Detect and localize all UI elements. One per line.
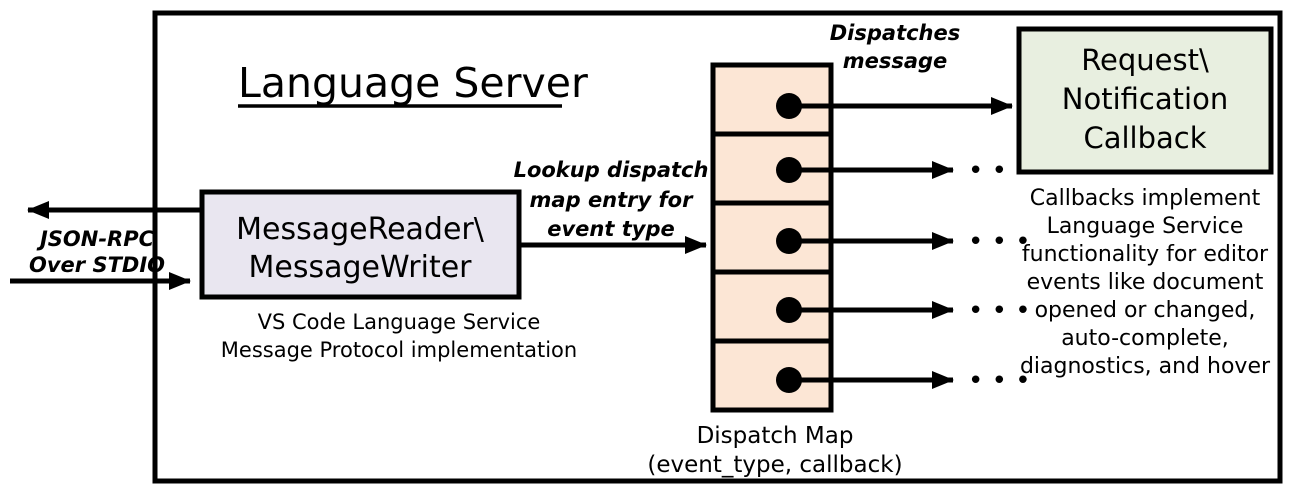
message-reader-writer-box[interactable] (199, 189, 522, 300)
dispatch-map-table[interactable] (710, 62, 834, 413)
dispatch-ellipsis-4: • • • (968, 296, 1031, 326)
language-server-container (152, 10, 1283, 484)
message-box-line1: MessageReader\ (236, 212, 485, 247)
dispatch-map-row[interactable] (710, 338, 834, 413)
dispatch-label-line2: message (843, 49, 948, 73)
dispatch-ellipsis-3: • • • (968, 227, 1031, 257)
page-title: Language Server (238, 59, 588, 107)
dispatch-map-row[interactable] (710, 200, 834, 275)
callback-box-line1: Request\ (1081, 43, 1209, 77)
callback-box-line3: Callback (1083, 121, 1206, 155)
callback-caption-line7: diagnostics, and hover (1020, 354, 1271, 379)
io-channel-label-line1: JSON-RPC (36, 227, 155, 251)
lookup-label-line2: map entry for (530, 188, 695, 212)
request-notification-callback-box[interactable] (1016, 26, 1274, 175)
callback-caption-line4: events like document (1027, 270, 1264, 295)
message-box-caption-line2: Message Protocol implementation (221, 338, 577, 362)
callback-box-line2: Notification (1062, 82, 1228, 116)
callback-caption-line1: Callbacks implement (1030, 186, 1261, 211)
lookup-label-line1: Lookup dispatch (514, 158, 709, 182)
callback-caption-line3: functionality for editor (1022, 242, 1269, 267)
callback-caption-line2: Language Service (1047, 214, 1244, 239)
lookup-label-line3: event type (547, 217, 674, 241)
dispatch-label-line1: Dispatches (830, 21, 961, 45)
dispatch-map-caption-line1: Dispatch Map (697, 423, 854, 449)
callback-caption-line6: auto-complete, (1061, 326, 1229, 351)
dispatch-ellipsis-5: • • • (968, 366, 1031, 396)
io-channel-label-line2: Over STDIO (29, 253, 165, 277)
callback-caption-line5: opened or changed, (1035, 298, 1256, 323)
dispatch-map-caption-line2: (event_type, callback) (647, 452, 902, 478)
message-box-caption-line1: VS Code Language Service (258, 310, 541, 334)
message-box-line2: MessageWriter (248, 250, 472, 285)
dispatch-map-row[interactable] (710, 62, 834, 137)
dispatch-map-row[interactable] (710, 269, 834, 344)
